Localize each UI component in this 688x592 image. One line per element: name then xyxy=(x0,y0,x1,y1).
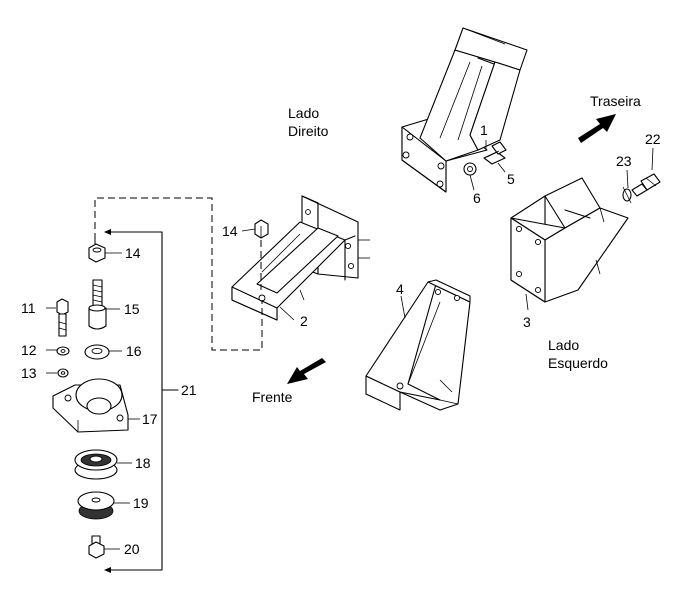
label-traseira: Traseira xyxy=(590,93,641,109)
part-15-stud xyxy=(88,279,107,330)
part-22-bolt xyxy=(631,173,661,197)
part-20-bolt xyxy=(88,535,105,559)
label-lado-direito-2: Direito xyxy=(288,123,329,139)
bracket-21-line xyxy=(104,229,179,573)
callout-16: 16 xyxy=(126,343,142,359)
label-frente: Frente xyxy=(252,389,293,405)
callout-14-lower: 14 xyxy=(125,245,141,261)
part-14-nut-upper xyxy=(254,219,269,290)
callout-17: 17 xyxy=(142,411,158,427)
part-19-disc xyxy=(77,491,115,520)
leader-lines xyxy=(46,140,654,550)
part-18-rubber-mount xyxy=(74,449,118,480)
part-14-nut-lower xyxy=(88,243,106,263)
part-23-washer xyxy=(622,186,632,204)
callout-21: 21 xyxy=(181,382,197,398)
arrow-left-down-icon xyxy=(287,358,326,384)
part-6-washer xyxy=(463,162,477,176)
part-16-washer xyxy=(84,344,110,360)
part-2-right-bracket xyxy=(231,195,370,321)
callout-11: 11 xyxy=(21,300,36,316)
callout-4: 4 xyxy=(396,281,404,297)
callout-19: 19 xyxy=(133,495,149,511)
part-13-washer xyxy=(57,368,69,378)
label-lado-esquerdo-2: Esquerdo xyxy=(548,355,608,371)
part-5-bolt xyxy=(483,141,507,165)
callout-12: 12 xyxy=(21,342,37,358)
callout-1: 1 xyxy=(480,122,488,138)
arrow-right-up-icon xyxy=(578,114,616,143)
part-3-left-bracket xyxy=(510,177,629,303)
callout-18: 18 xyxy=(135,455,151,471)
callout-15: 15 xyxy=(124,301,140,317)
callout-23: 23 xyxy=(616,153,632,169)
part-17-mount-body xyxy=(52,378,129,433)
label-lado-direito-1: Lado xyxy=(288,105,319,121)
callout-20: 20 xyxy=(124,541,140,557)
callout-2: 2 xyxy=(300,313,308,329)
dashed-assembly-leader xyxy=(94,197,263,351)
callout-6: 6 xyxy=(473,190,481,206)
label-lado-esquerdo-1: Lado xyxy=(548,337,579,353)
part-4-left-front-bracket xyxy=(365,279,471,411)
part-12-washer xyxy=(56,346,70,356)
callout-13: 13 xyxy=(21,365,37,381)
callout-5: 5 xyxy=(507,171,515,187)
part-11-bolt xyxy=(56,298,69,337)
callout-14-upper: 14 xyxy=(222,223,238,239)
callout-3: 3 xyxy=(523,314,531,330)
part-1-rear-right-bracket xyxy=(401,27,528,193)
callout-22: 22 xyxy=(645,131,661,147)
